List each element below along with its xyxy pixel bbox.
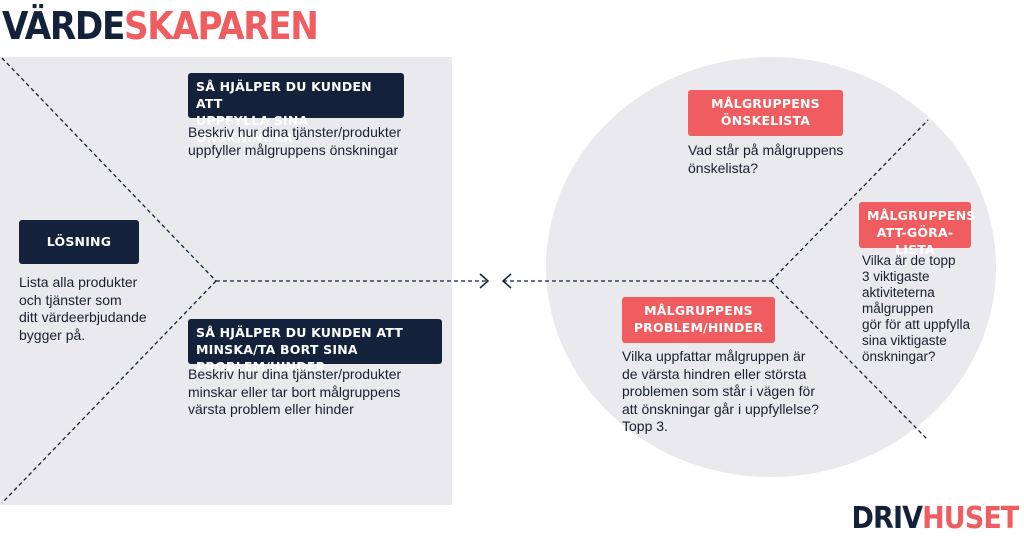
square-divider-top (1, 57, 217, 282)
gains-text-line-2: önskelista? (688, 159, 759, 176)
jobs-title: MÅLGRUPPENS ATT-GÖRA-LISTA (859, 202, 976, 257)
pains-text-line-1: Vilka uppfattar målgruppen är (622, 348, 806, 364)
solution-title-text: LÖSNING (46, 234, 112, 249)
jobs-title-line-1: MÅLGRUPPENS (867, 208, 976, 223)
jobs-text-line-3: aktiviteterna (862, 285, 935, 300)
pains-text-line-4: att önskningar går i uppfyllelse? (622, 400, 819, 417)
gain-creators-title-line-1: SÅ HJÄLPER DU KUNDEN ATT (196, 79, 372, 111)
pain-relievers-text-line-1: Beskriv hur dina tjänster/produkter (188, 366, 402, 382)
logo-part-1: VÄRDE (2, 4, 125, 48)
gain-creators-text: Beskriv hur dina tjänster/produkter uppf… (188, 124, 438, 159)
gain-creators-text-line-2: uppfyller målgruppens önskningar (188, 141, 399, 158)
jobs-text-line-6: sina viktigaste (862, 333, 947, 348)
pains-text: Vilka uppfattar målgruppen är de värsta … (622, 348, 852, 436)
pain-relievers-title: SÅ HJÄLPER DU KUNDEN ATT MINSKA/TA BORT … (188, 319, 442, 374)
arrow-left-icon (501, 273, 512, 289)
pains-title: MÅLGRUPPENS PROBLEM/HINDER (622, 297, 775, 343)
gain-creators-title: SÅ HJÄLPER DU KUNDEN ATT UPPFYLLA SINA Ö… (188, 73, 404, 145)
vardeskaparen-logo: VÄRDESKAPAREN (2, 4, 319, 48)
gains-text: Vad står på målgruppens önskelista? (688, 142, 868, 177)
solution-text: Lista alla produkter och tjänster som di… (19, 274, 179, 344)
pain-relievers-title-line-2: MINSKA/TA BORT SINA PROBLEM/HINDER (196, 342, 358, 374)
circle-divider-bottom (770, 280, 929, 441)
solution-text-line-3: ditt värdeerbjudande (19, 309, 147, 325)
solution-title: LÖSNING (19, 220, 139, 264)
drivhuset-logo: DRIVHUSET (851, 501, 1019, 536)
jobs-text-line-4: målgruppen (862, 301, 934, 316)
jobs-text: Vilka är de topp 3 viktigaste aktivitete… (862, 253, 1002, 365)
pains-text-line-5: Topp 3. (622, 418, 668, 434)
gains-title: MÅLGRUPPENS ÖNSKELISTA (688, 90, 843, 136)
gains-title-line-2: ÖNSKELISTA (720, 113, 811, 128)
pain-relievers-text: Beskriv hur dina tjänster/produkter mins… (188, 366, 438, 419)
pains-title-line-2: PROBLEM/HINDER (633, 320, 764, 335)
logo-part-2: SKAPAREN (123, 4, 319, 48)
footer-logo-part-2: HUSET (921, 501, 1019, 536)
pains-text-line-2: de värsta hindren eller största (622, 365, 807, 382)
pains-text-line-3: problemen som står i vägen för (622, 383, 815, 399)
solution-text-line-1: Lista alla produkter (19, 274, 138, 290)
circle-divider-top (770, 119, 929, 282)
jobs-text-line-1: Vilka är de topp (862, 253, 956, 268)
jobs-text-line-2: 3 viktigaste (862, 269, 930, 284)
arrow-right-icon (479, 273, 490, 289)
gains-title-line-1: MÅLGRUPPENS (711, 96, 820, 111)
gain-creators-text-line-1: Beskriv hur dina tjänster/produkter (188, 124, 402, 140)
pain-relievers-title-line-1: SÅ HJÄLPER DU KUNDEN ATT (196, 325, 403, 340)
pains-title-line-1: MÅLGRUPPENS (644, 303, 753, 318)
pain-relievers-text-line-2: minskar eller tar bort målgruppens (188, 383, 401, 400)
gain-creators-title-line-2: UPPFYLLA SINA ÖNSKNINGAR (196, 113, 309, 145)
jobs-title-line-2: ATT-GÖRA-LISTA (876, 225, 954, 257)
solution-text-line-2: och tjänster som (19, 291, 122, 308)
square-divider-bottom (1, 280, 217, 504)
jobs-text-line-5: gör för att uppfylla (862, 317, 971, 332)
footer-logo-part-1: DRIV (851, 501, 922, 536)
jobs-text-line-7: önskningar? (862, 349, 936, 364)
solution-text-line-4: bygger på. (19, 326, 86, 343)
gains-text-line-1: Vad står på målgruppens (688, 142, 844, 158)
pain-relievers-text-line-3: värsta problem eller hinder (188, 401, 354, 417)
